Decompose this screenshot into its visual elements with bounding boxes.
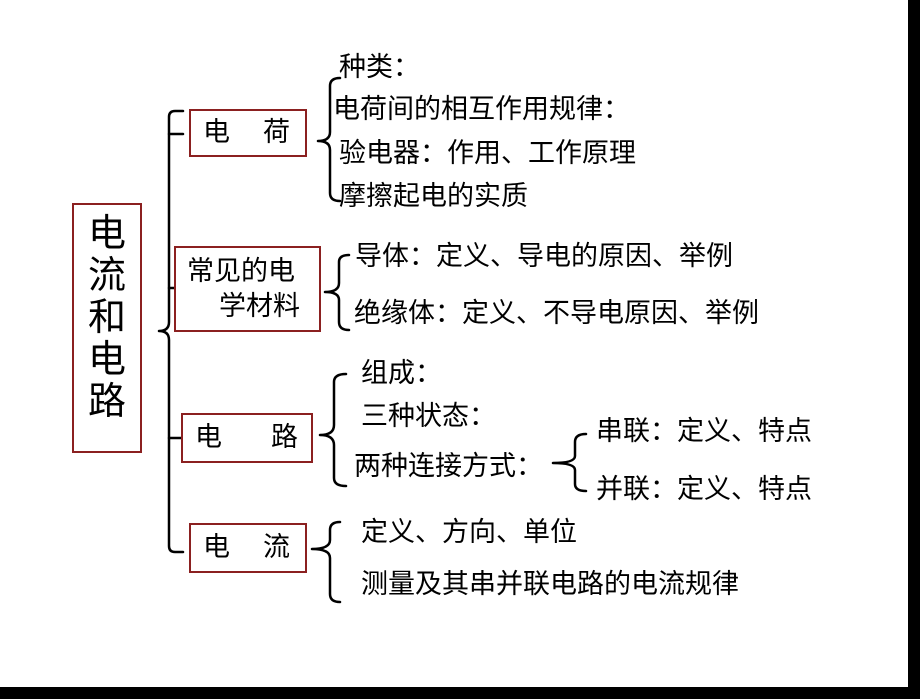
category-circuit-label-1: 电 xyxy=(195,422,222,453)
title-box: 电 流 和 电 路 xyxy=(72,203,142,453)
category-current-label-1: 电 xyxy=(203,532,230,563)
circuit-sub-item: 并联：定义、特点 xyxy=(596,474,812,505)
charge-item: 验电器：作用、工作原理 xyxy=(339,138,636,169)
frame-right-border xyxy=(908,0,920,699)
category-charge-label-2: 荷 xyxy=(263,117,290,148)
current-item: 测量及其串并联电路的电流规律 xyxy=(361,569,739,600)
current-item: 定义、方向、单位 xyxy=(361,517,577,548)
category-current-box: 电 流 xyxy=(189,523,307,573)
title-char: 路 xyxy=(87,379,126,423)
materials-item: 导体：定义、导电的原因、举例 xyxy=(355,241,733,272)
category-charge-label-1: 电 xyxy=(203,117,230,148)
frame-bottom-border xyxy=(0,687,920,699)
charge-item: 种类： xyxy=(339,52,420,83)
category-charge-box: 电 荷 xyxy=(189,109,307,157)
category-materials-box: 常见的电 学材料 xyxy=(174,246,321,332)
title-char: 电 xyxy=(87,337,126,381)
category-materials-label-2: 学材料 xyxy=(219,291,300,322)
title-char: 流 xyxy=(87,253,126,297)
charge-item: 摩擦起电的实质 xyxy=(339,181,528,212)
category-current-label-2: 流 xyxy=(263,532,290,563)
circuit-sub-item: 串联：定义、特点 xyxy=(596,416,812,447)
category-materials-label-1: 常见的电 xyxy=(187,256,295,287)
materials-item: 绝缘体：定义、不导电原因、举例 xyxy=(354,298,759,329)
circuit-item: 两种连接方式： xyxy=(354,451,543,482)
circuit-item: 三种状态： xyxy=(361,401,496,432)
charge-item: 电荷间的相互作用规律： xyxy=(333,94,630,125)
title-char: 电 xyxy=(87,211,126,255)
title-char: 和 xyxy=(87,295,126,339)
category-circuit-label-2: 路 xyxy=(271,422,298,453)
category-circuit-box: 电 路 xyxy=(181,413,313,463)
circuit-item: 组成： xyxy=(361,358,442,389)
